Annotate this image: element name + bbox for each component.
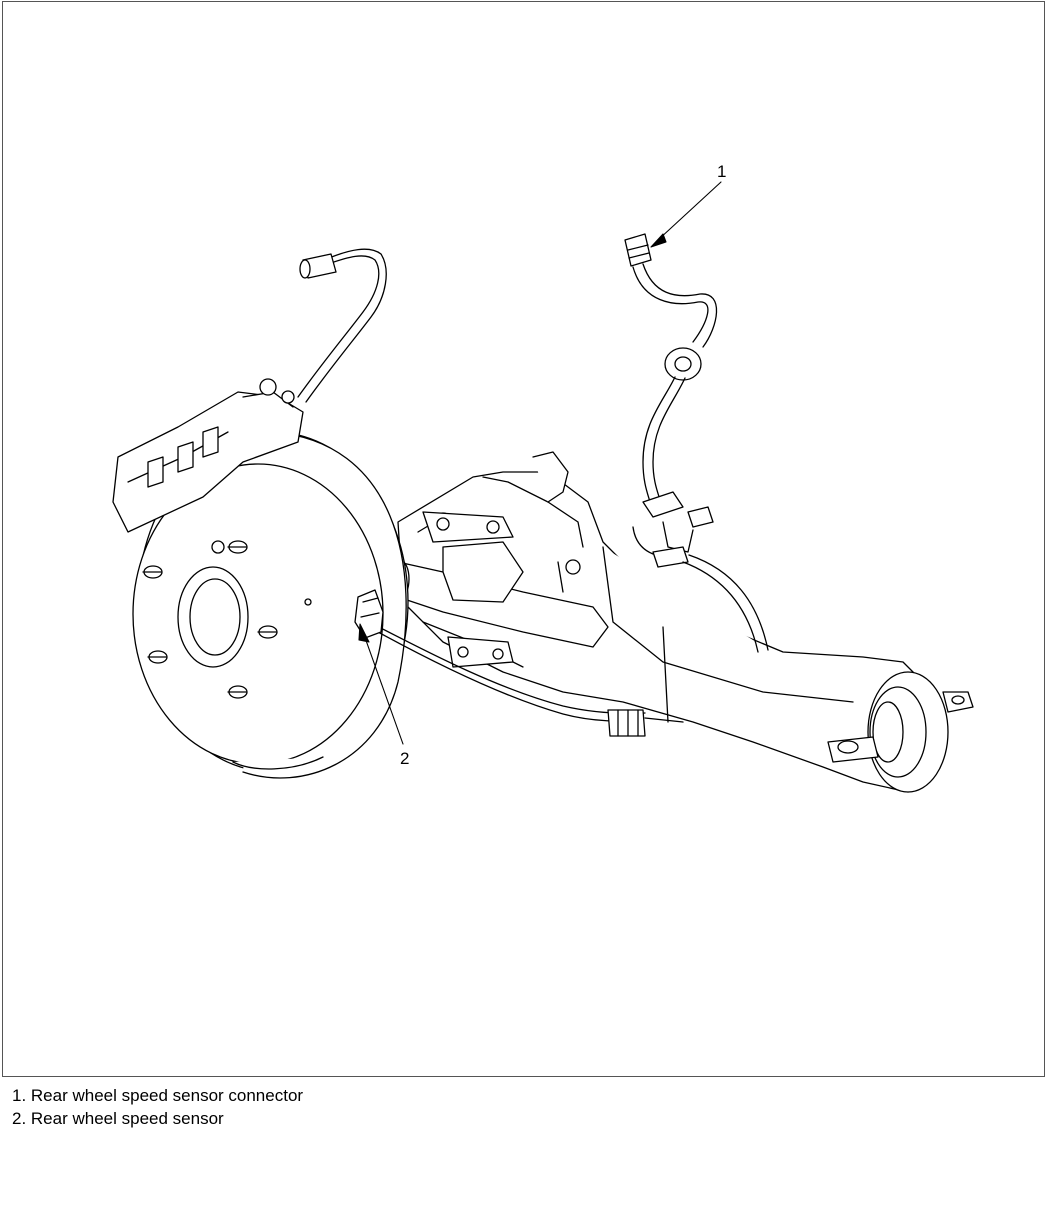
brake-rotor <box>132 431 409 779</box>
arm-bushing <box>827 671 974 793</box>
legend-item-speed-sensor: 2. Rear wheel speed sensor <box>12 1109 224 1128</box>
brake-hose <box>297 248 387 403</box>
leader-line-1 <box>657 181 722 241</box>
wheel-studs <box>142 540 312 699</box>
callout-leaders <box>358 181 722 745</box>
callout-number-2: 2 <box>400 749 409 768</box>
rear-suspension-drawing: 1 2 <box>112 162 974 793</box>
callout-number-1: 1 <box>717 162 726 181</box>
link-plates <box>422 511 514 668</box>
diagram-frame: 1 2 <box>2 1 1045 1077</box>
legend-item-sensor-connector: 1. Rear wheel speed sensor connector <box>12 1086 304 1105</box>
brake-caliper <box>112 378 304 533</box>
leader-line-2 <box>362 631 404 745</box>
sensor-harness <box>354 233 769 737</box>
legend-list: 1. Rear wheel speed sensor connector 2. … <box>12 1084 303 1130</box>
